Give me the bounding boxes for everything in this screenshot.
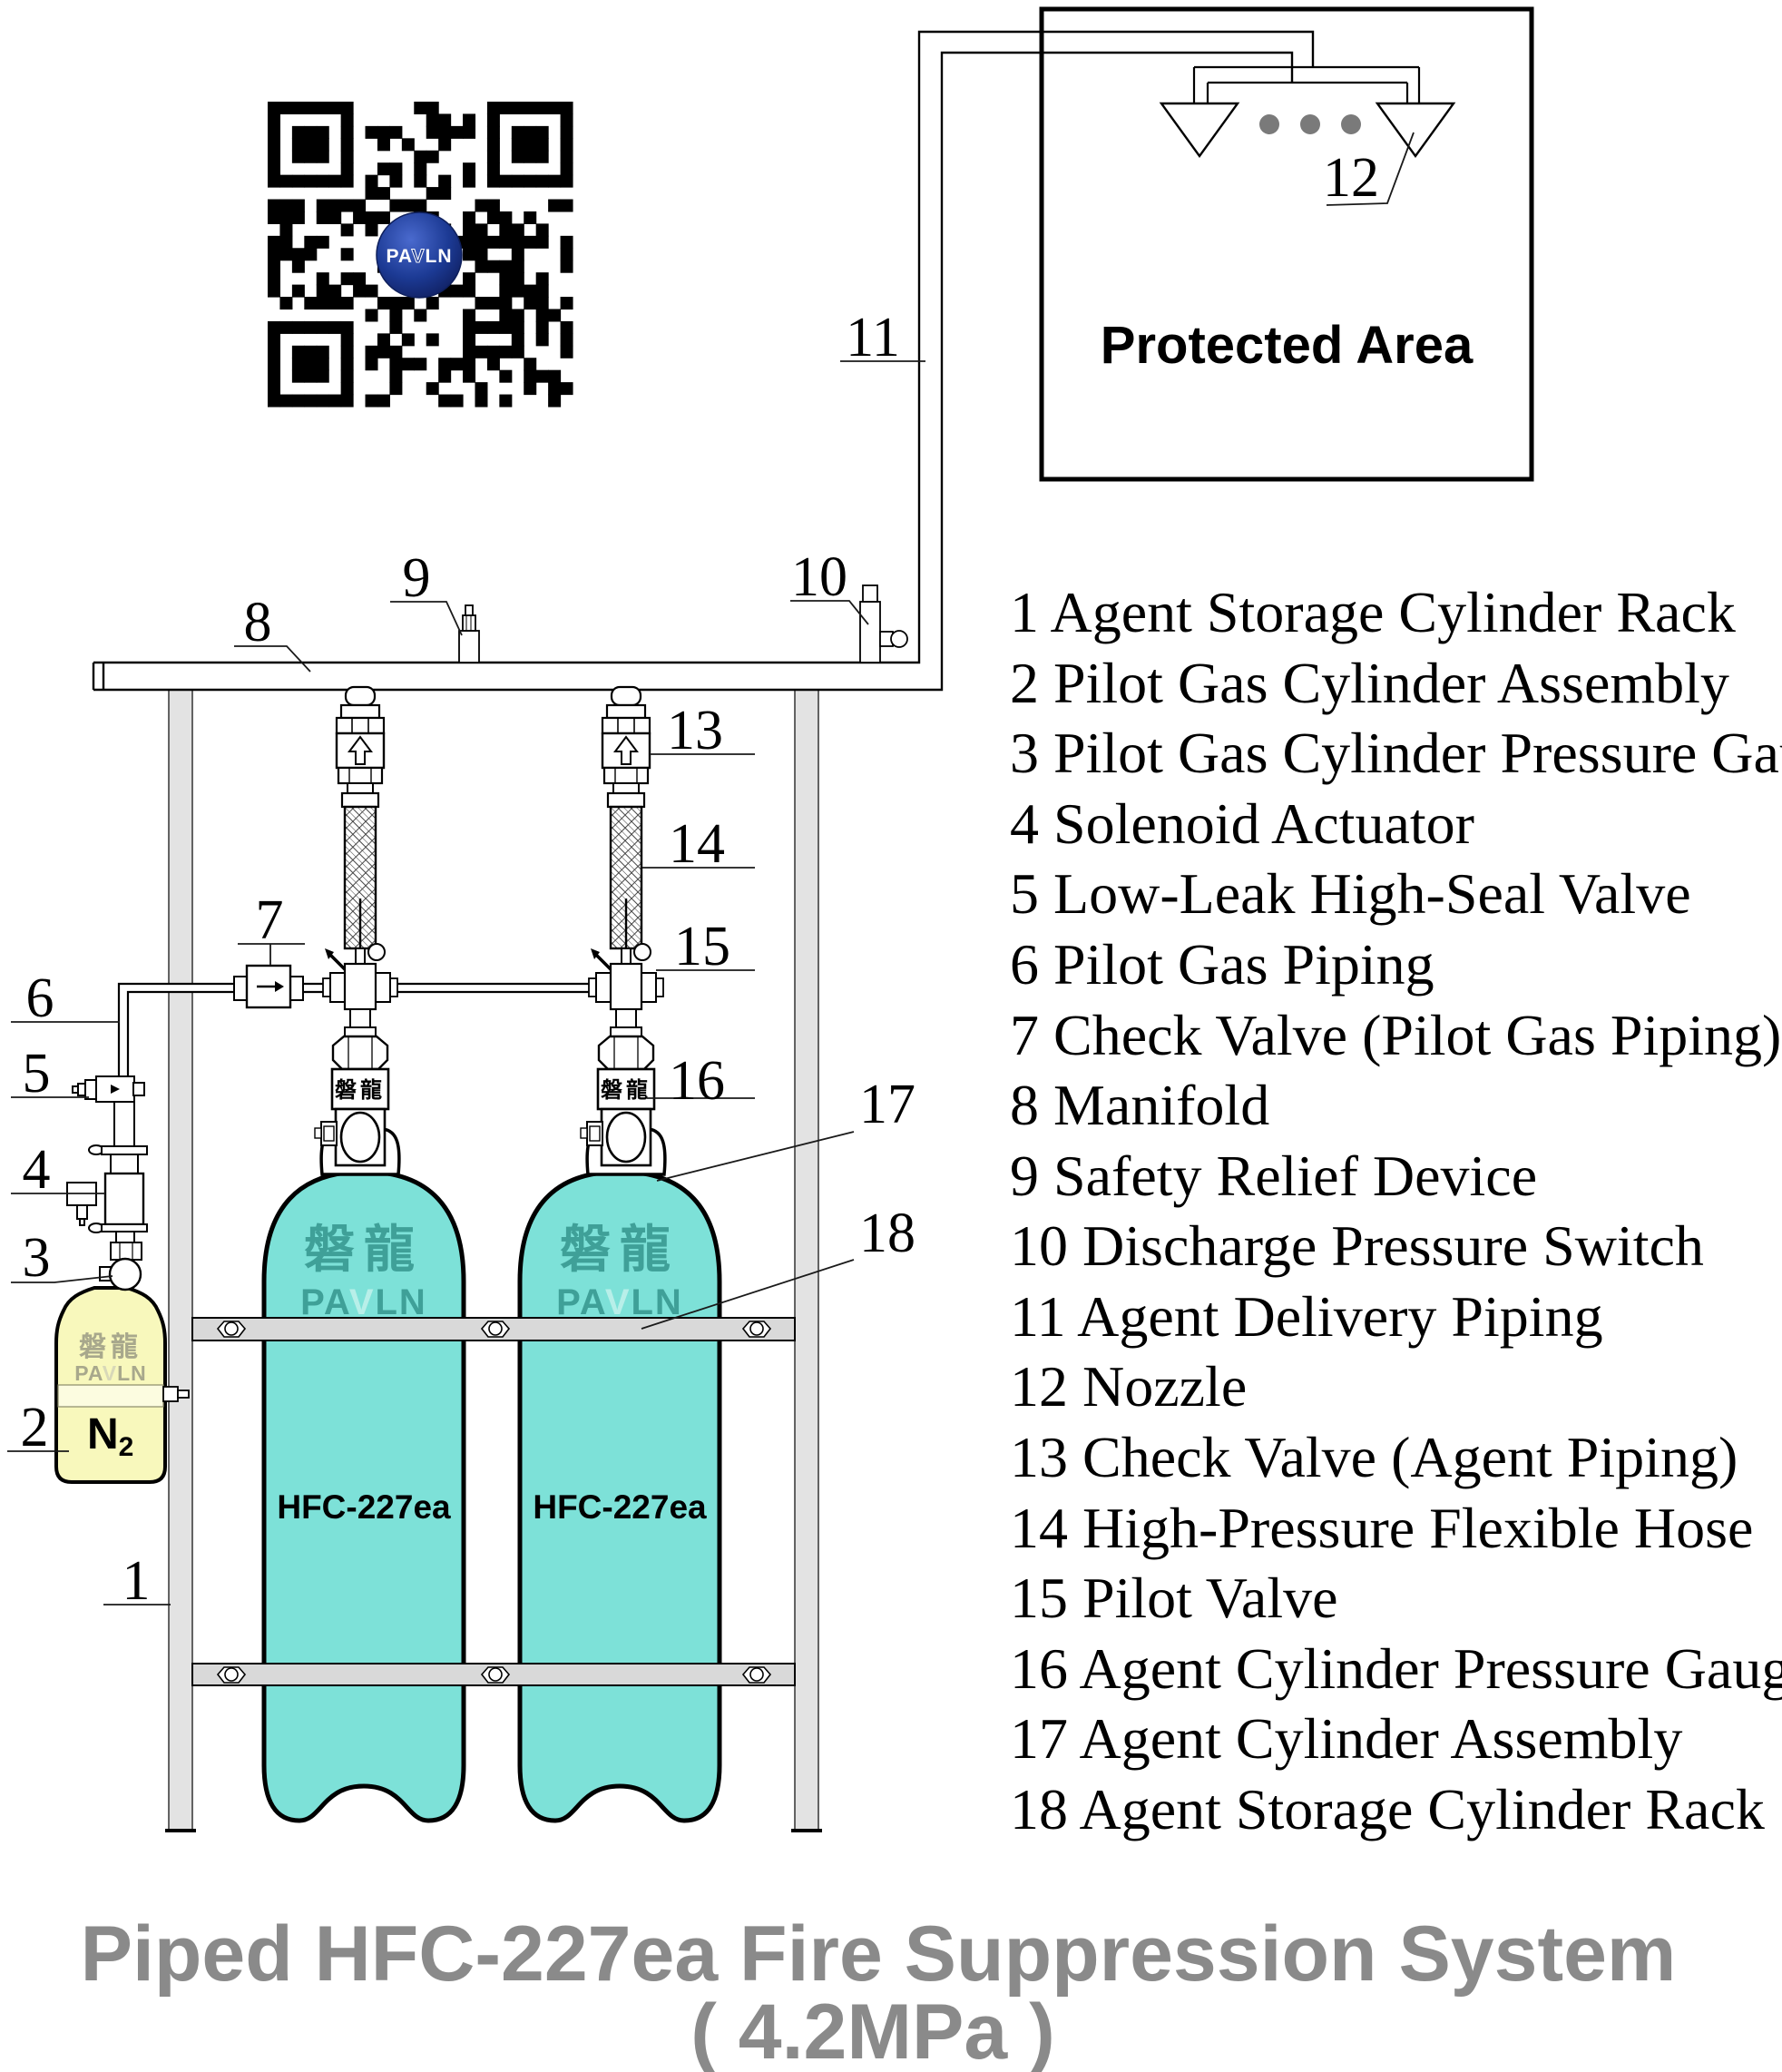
legend-item: 16 Agent Cylinder Pressure Gauge — [1010, 1636, 1782, 1701]
callout-4: 4 — [23, 1139, 51, 1201]
rack-post-right — [794, 689, 819, 1831]
pilot-check-valve — [233, 964, 304, 1009]
callout-15: 15 — [674, 916, 730, 977]
callout-16: 16 — [669, 1050, 725, 1112]
leader-lines — [7, 132, 1415, 1606]
nozzle-left-icon — [1159, 102, 1240, 159]
nozzle-ellipsis-dots — [1259, 114, 1361, 134]
delivery-pipe-inner — [93, 51, 1294, 692]
callout-17: 17 — [859, 1074, 915, 1135]
solenoid-actuator — [103, 1172, 145, 1226]
callout-5: 5 — [23, 1043, 51, 1105]
title-line2: ( 4.2MPa ) — [690, 1989, 1054, 2072]
callout-2: 2 — [21, 1397, 49, 1458]
legend: 1 Agent Storage Cylinder Rack 2 Pilot Ga… — [1010, 580, 1782, 1841]
legend-item: 18 Agent Storage Cylinder Rack — [1010, 1777, 1765, 1841]
safety-relief-device — [458, 604, 480, 663]
legend-item: 17 Agent Cylinder Assembly — [1010, 1706, 1682, 1771]
callout-12: 12 — [1323, 147, 1379, 209]
nozzle-right-icon — [1375, 102, 1456, 159]
n2-brand-en: PAVLN — [74, 1361, 147, 1385]
callout-18: 18 — [859, 1203, 915, 1264]
legend-item: 14 High-Pressure Flexible Hose — [1010, 1496, 1753, 1560]
callout-6: 6 — [26, 967, 54, 1029]
legend-item: 10 Discharge Pressure Switch — [1010, 1213, 1704, 1278]
callout-numbers: 1 2 3 4 5 6 7 8 9 10 11 12 13 14 15 16 1… — [21, 147, 1380, 1612]
qr-code: PAVLN — [268, 102, 573, 408]
legend-item: 5 Low-Leak High-Seal Valve — [1010, 861, 1691, 926]
rack-crossbars — [191, 1317, 796, 1686]
legend-item: 8 Manifold — [1010, 1073, 1269, 1137]
legend-item: 4 Solenoid Actuator — [1010, 791, 1474, 856]
delivery-pipe-outer — [93, 30, 1315, 664]
pilot-cylinder-gauge-icon — [108, 1257, 142, 1291]
discharge-pressure-switch — [859, 584, 908, 663]
n2-brand-cn: 磐龍 — [79, 1331, 142, 1362]
n2-side-fitting — [162, 1386, 179, 1402]
callout-8: 8 — [244, 592, 272, 653]
n2-cylinder-band — [57, 1384, 164, 1408]
n2-gas-label: N2 — [87, 1410, 133, 1462]
legend-item: 9 Safety Relief Device — [1010, 1144, 1537, 1208]
legend-item: 13 Check Valve (Agent Piping) — [1010, 1425, 1738, 1489]
protected-area-label: Protected Area — [1101, 316, 1474, 375]
legend-item: 1 Agent Storage Cylinder Rack — [1010, 580, 1736, 644]
protected-area: Protected Area — [1039, 6, 1534, 482]
legend-item: 7 Check Valve (Pilot Gas Piping) — [1010, 1003, 1781, 1067]
legend-item: 2 Pilot Gas Cylinder Assembly — [1010, 651, 1729, 715]
callout-14: 14 — [669, 813, 725, 875]
qr-badge-text: PAVLN — [386, 246, 452, 267]
pilot-gas-piping — [117, 982, 596, 1076]
callout-9: 9 — [403, 547, 431, 609]
nozzle-branch-piping — [1192, 65, 1421, 103]
legend-item: 15 Pilot Valve — [1010, 1566, 1338, 1630]
nozzles — [1159, 102, 1456, 159]
legend-item: 3 Pilot Gas Cylinder Pressure Gauge — [1010, 721, 1782, 785]
callout-7: 7 — [256, 889, 284, 951]
callout-1: 1 — [122, 1550, 151, 1612]
legend-item: 6 Pilot Gas Piping — [1010, 932, 1434, 997]
rack-post-left — [168, 689, 193, 1831]
protected-area-box — [1039, 6, 1534, 482]
callout-10: 10 — [791, 546, 847, 608]
pilot-cylinder-assembly: 磐龍 PAVLN N2 — [54, 1075, 190, 1484]
callout-13: 13 — [667, 700, 723, 761]
callout-3: 3 — [23, 1227, 51, 1289]
qr-badge — [376, 211, 463, 299]
callout-11: 11 — [846, 307, 900, 368]
title-block: Piped HFC-227ea Fire Suppression System … — [81, 1910, 1677, 2072]
manifold-and-delivery-piping — [92, 30, 1315, 692]
title-line1: Piped HFC-227ea Fire Suppression System — [81, 1910, 1677, 1998]
legend-item: 12 Nozzle — [1010, 1354, 1247, 1419]
legend-item: 11 Agent Delivery Piping — [1010, 1284, 1603, 1349]
